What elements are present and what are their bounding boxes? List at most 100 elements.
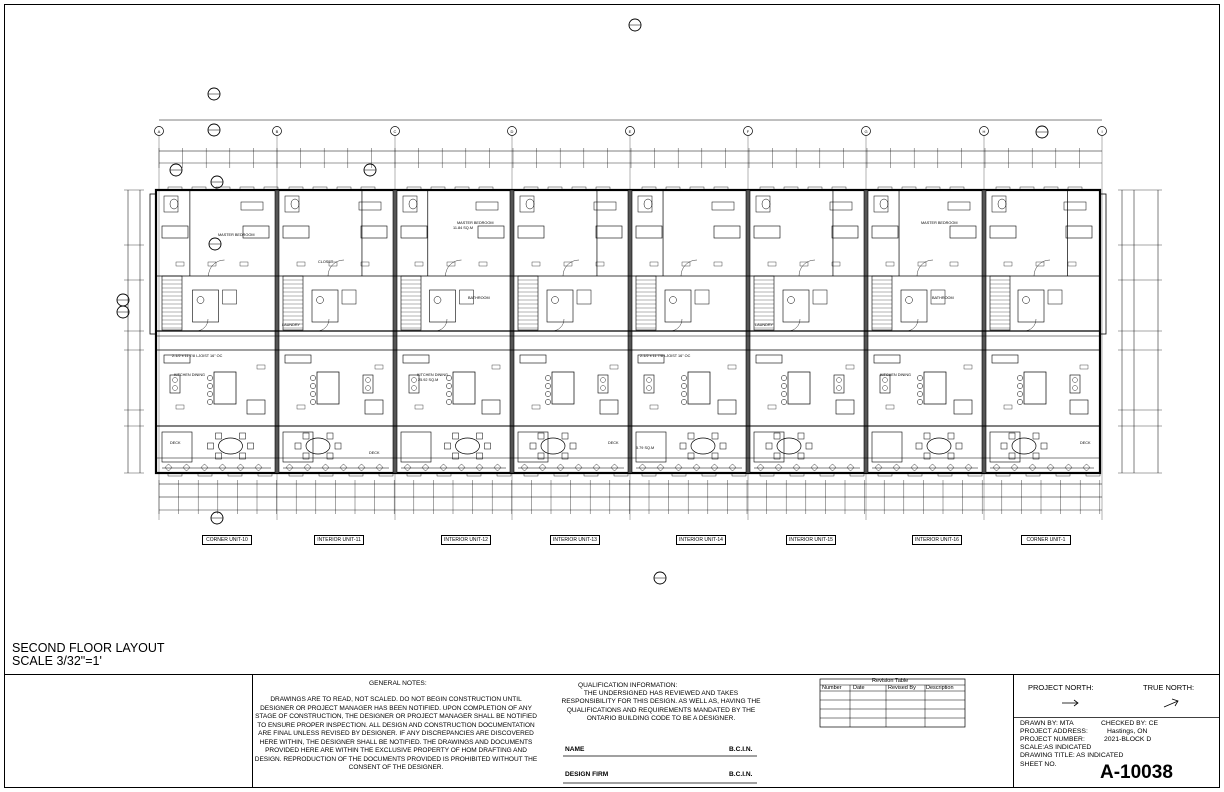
stool-icon bbox=[446, 375, 452, 381]
chair-icon bbox=[302, 432, 310, 440]
window bbox=[523, 472, 539, 477]
grid-bubble bbox=[979, 126, 989, 136]
closet bbox=[477, 225, 505, 239]
door-swing bbox=[905, 318, 919, 332]
railing-post bbox=[339, 463, 348, 472]
range bbox=[833, 374, 845, 394]
kitchen-island bbox=[213, 371, 237, 405]
deck bbox=[989, 431, 1021, 463]
chair-icon bbox=[765, 442, 773, 450]
vanity bbox=[947, 201, 971, 211]
kitchen-island bbox=[787, 371, 811, 405]
chair-icon bbox=[773, 432, 781, 440]
railing-post bbox=[1010, 463, 1019, 472]
deck bbox=[753, 431, 785, 463]
railing-post bbox=[285, 463, 294, 472]
railing-post bbox=[538, 463, 547, 472]
burner-icon bbox=[646, 377, 652, 383]
burner-icon bbox=[365, 377, 371, 383]
stool-icon bbox=[545, 391, 551, 397]
stool-icon bbox=[545, 375, 551, 381]
railing-post bbox=[375, 463, 384, 472]
railing-post bbox=[1064, 463, 1073, 472]
stair bbox=[635, 275, 657, 331]
range bbox=[879, 374, 891, 394]
railing-post bbox=[236, 463, 245, 472]
room-label: CLOSET bbox=[318, 260, 334, 264]
window bbox=[759, 472, 775, 477]
project-number-label: PROJECT NUMBER: bbox=[1020, 736, 1085, 743]
kitchen-island bbox=[551, 371, 575, 405]
railing-post bbox=[357, 463, 366, 472]
window bbox=[227, 472, 243, 477]
deck bbox=[517, 431, 549, 463]
door-swing bbox=[798, 259, 816, 277]
project-north-label: PROJECT NORTH: bbox=[1028, 683, 1094, 692]
burner-icon bbox=[836, 385, 842, 391]
stool-icon bbox=[207, 375, 213, 381]
chair-icon bbox=[923, 452, 931, 460]
toilet-icon bbox=[1022, 296, 1030, 304]
shower bbox=[402, 195, 418, 213]
window bbox=[215, 186, 231, 191]
closet bbox=[400, 225, 428, 239]
closet bbox=[871, 225, 899, 239]
chair-icon bbox=[476, 452, 483, 460]
detail-tag bbox=[727, 364, 737, 370]
toilet-icon bbox=[787, 296, 795, 304]
closet bbox=[517, 225, 545, 239]
window bbox=[312, 186, 328, 191]
chair-icon bbox=[239, 452, 246, 460]
burner-icon bbox=[411, 385, 417, 391]
fridge bbox=[1069, 399, 1089, 415]
room-area: 5.79 SQ.M bbox=[636, 446, 655, 450]
shower bbox=[873, 195, 889, 213]
grid-bubble bbox=[507, 126, 517, 136]
stool-icon bbox=[207, 383, 213, 389]
general-notes-body: DRAWINGS ARE TO READ, NOT SCALED. DO NOT… bbox=[254, 696, 538, 771]
detail-tag bbox=[256, 364, 266, 370]
chair-icon bbox=[679, 442, 687, 450]
chair-icon bbox=[1040, 442, 1048, 450]
window bbox=[288, 472, 304, 477]
stool-icon bbox=[1017, 399, 1023, 405]
chair-icon bbox=[294, 442, 302, 450]
chair-icon bbox=[529, 442, 537, 450]
detail-tag bbox=[563, 261, 573, 267]
dining-table bbox=[455, 437, 480, 455]
chair-icon bbox=[484, 442, 491, 450]
window bbox=[553, 472, 569, 477]
door-swing bbox=[669, 318, 683, 332]
window bbox=[595, 186, 611, 191]
shower bbox=[284, 195, 300, 213]
railing-post bbox=[892, 463, 901, 472]
chair-icon bbox=[773, 452, 781, 460]
stool-icon bbox=[310, 399, 316, 405]
toilet-icon bbox=[997, 198, 1007, 210]
fridge bbox=[246, 399, 266, 415]
railing-post bbox=[439, 463, 448, 472]
window bbox=[523, 186, 539, 191]
railing-post bbox=[403, 463, 412, 472]
stair bbox=[161, 275, 183, 331]
closet bbox=[713, 225, 741, 239]
door-swing bbox=[208, 259, 225, 277]
grid-bubble bbox=[743, 126, 753, 136]
grid-label: G bbox=[864, 129, 867, 134]
burner-icon bbox=[600, 385, 606, 391]
railing-post bbox=[182, 463, 191, 472]
railing-post bbox=[928, 463, 937, 472]
detail-tag bbox=[885, 261, 895, 267]
grid-label: F bbox=[747, 129, 750, 134]
range bbox=[169, 374, 181, 394]
railing-post bbox=[728, 463, 737, 472]
toilet-icon bbox=[433, 296, 442, 304]
toilet-icon bbox=[196, 296, 205, 304]
window bbox=[689, 186, 705, 191]
unit-tag: INTERIOR UNIT-16 bbox=[912, 535, 962, 545]
room-area: 11.84 SQ.M bbox=[453, 226, 473, 230]
detail-tag bbox=[1003, 404, 1013, 410]
window bbox=[348, 472, 364, 477]
railing-post bbox=[574, 463, 583, 472]
toilet-icon bbox=[879, 198, 889, 210]
